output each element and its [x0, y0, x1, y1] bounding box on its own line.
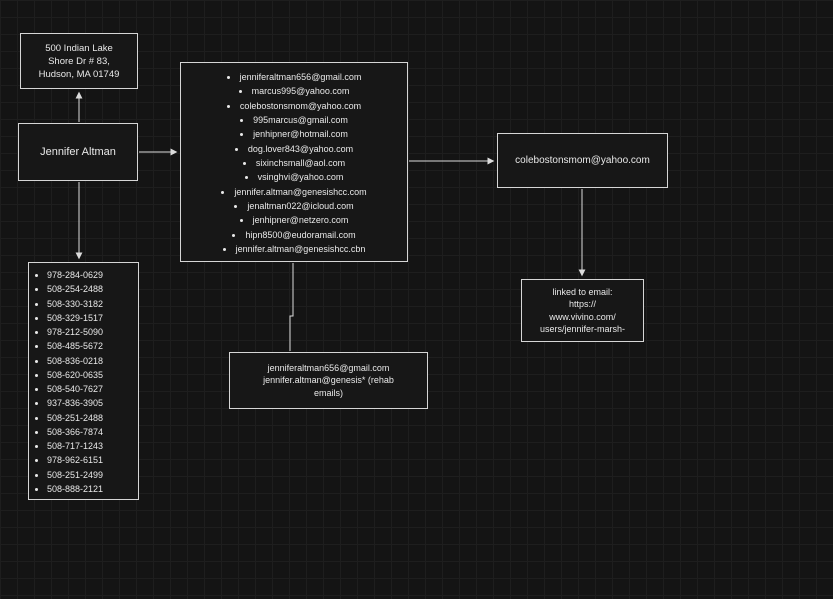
phone-item: 508-329-1517 [47, 311, 134, 325]
node-person[interactable]: Jennifer Altman [18, 123, 138, 181]
node-phone-list[interactable]: 978-284-0629508-254-2488508-330-3182508-… [28, 262, 139, 500]
node-cole-email[interactable]: colebostonsmom@yahoo.com [497, 133, 668, 188]
email-item: jenaltman022@icloud.com [187, 199, 401, 213]
phone-list: 978-284-0629508-254-2488508-330-3182508-… [29, 263, 138, 500]
email-item: 995marcus@gmail.com [187, 113, 401, 127]
email-item: marcus995@yahoo.com [187, 84, 401, 98]
node-rehab-emails[interactable]: jenniferaltman656@gmail.com jennifer.alt… [229, 352, 428, 409]
phone-item: 508-717-1243 [47, 439, 134, 453]
connector-emails-rehab [289, 263, 294, 351]
phone-item: 508-254-2488 [47, 282, 134, 296]
email-item: dog.lover843@yahoo.com [187, 142, 401, 156]
email-item: jenniferaltman656@gmail.com [187, 70, 401, 84]
person-name: Jennifer Altman [40, 146, 116, 158]
cole-email-text: colebostonsmom@yahoo.com [515, 155, 650, 166]
node-address[interactable]: 500 Indian Lake Shore Dr # 83, Hudson, M… [20, 33, 138, 89]
phone-item: 508-540-7627 [47, 382, 134, 396]
phone-item: 508-620-0635 [47, 368, 134, 382]
vivino-link-text: linked to email: https:// www.vivino.com… [539, 286, 626, 335]
node-vivino-link[interactable]: linked to email: https:// www.vivino.com… [521, 279, 644, 342]
phone-item: 978-962-6151 [47, 453, 134, 467]
rehab-emails-text: jenniferaltman656@gmail.com jennifer.alt… [263, 362, 394, 398]
phone-item: 508-485-5672 [47, 339, 134, 353]
email-item: hipn8500@eudoramail.com [187, 228, 401, 242]
address-text: 500 Indian Lake Shore Dr # 83, Hudson, M… [38, 42, 120, 80]
phone-item: 508-366-7874 [47, 425, 134, 439]
email-list: jenniferaltman656@gmail.commarcus995@yah… [181, 63, 407, 262]
email-item: sixinchsmall@aol.com [187, 156, 401, 170]
phone-item: 508-251-2488 [47, 411, 134, 425]
phone-item: 978-284-0629 [47, 268, 134, 282]
email-item: jenhipner@hotmail.com [187, 127, 401, 141]
phone-item: 978-212-5090 [47, 325, 134, 339]
email-item: jennifer.altman@genesishcc.cbn [187, 242, 401, 256]
phone-item: 508-888-2121 [47, 482, 134, 496]
phone-item: 508-251-2499 [47, 468, 134, 482]
email-item: jennifer.altman@genesishcc.com [187, 185, 401, 199]
phone-item: 508-330-3182 [47, 297, 134, 311]
email-item: jenhipner@netzero.com [187, 213, 401, 227]
phone-item: 937-836-3905 [47, 396, 134, 410]
phone-item: 508-836-0218 [47, 354, 134, 368]
email-item: vsinghvi@yahoo.com [187, 170, 401, 184]
node-email-list[interactable]: jenniferaltman656@gmail.commarcus995@yah… [180, 62, 408, 262]
email-item: colebostonsmom@yahoo.com [187, 99, 401, 113]
